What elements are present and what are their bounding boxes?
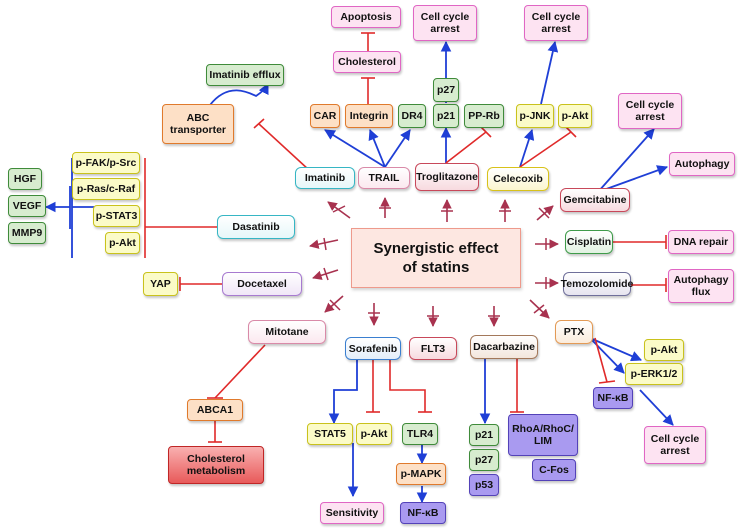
node-p21-dacarbazine: p21 <box>469 424 499 446</box>
node-p-jnk: p-JNK <box>516 104 554 128</box>
node-cell-cycle-arrest-celecoxib: Cell cycle arrest <box>524 5 588 41</box>
node-tlr4: TLR4 <box>402 423 438 445</box>
node-integrin: Integrin <box>345 104 393 128</box>
node-rhoa-rhoc-lim: RhoA/RhoC/ LIM <box>508 414 578 456</box>
node-p27-top: p27 <box>433 78 459 102</box>
node-abc-transporter: ABC transporter <box>162 104 234 144</box>
node-hgf: HGF <box>8 168 42 190</box>
drug-dacarbazine: Dacarbazine <box>470 335 538 359</box>
node-p-mapk: p-MAPK <box>396 463 446 485</box>
node-vegf: VEGF <box>8 195 46 217</box>
drug-sorafenib: Sorafenib <box>345 337 401 360</box>
drug-cisplatin: Cisplatin <box>565 230 613 254</box>
node-imatinib-efflux: Imatinib efflux <box>206 64 284 86</box>
drug-temozolomide: Temozolomide <box>561 272 633 296</box>
drug-dasatinib: Dasatinib <box>217 215 295 239</box>
drug-trail: TRAIL <box>358 167 410 189</box>
node-sensitivity: Sensitivity <box>320 502 384 524</box>
node-abca1: ABCA1 <box>187 399 243 421</box>
node-nf-kb-sorafenib: NF-κB <box>400 502 446 524</box>
node-p21-top: p21 <box>433 104 459 128</box>
drug-flt3: FLT3 <box>409 337 457 360</box>
drug-ptx: PTX <box>555 320 593 344</box>
drug-gemcitabine: Gemcitabine <box>560 188 630 212</box>
node-p-akt-sorafenib: p-Akt <box>356 423 392 445</box>
node-autophagy-flux: Autophagy flux <box>668 269 734 303</box>
node-p-akt-dasatinib: p-Akt <box>105 232 140 254</box>
node-p53: p53 <box>469 474 499 496</box>
drug-imatinib: Imatinib <box>295 167 355 189</box>
node-yap: YAP <box>143 272 178 296</box>
drug-docetaxel: Docetaxel <box>222 272 302 296</box>
node-mmp9: MMP9 <box>8 222 46 244</box>
node-p-stat3: p-STAT3 <box>93 205 140 227</box>
node-p27-dacarbazine: p27 <box>469 449 499 471</box>
node-cell-cycle-arrest-gemcitabine: Cell cycle arrest <box>618 93 682 129</box>
node-cholesterol-metabolism: Cholesterol metabolism <box>168 446 264 484</box>
inhibition-lines <box>144 32 667 443</box>
statin-cross-marks <box>323 205 550 317</box>
node-cholesterol: Cholesterol <box>333 51 401 73</box>
node-apoptosis: Apoptosis <box>331 6 401 28</box>
node-p-fak-p-src: p-FAK/p-Src <box>72 152 140 174</box>
center-synergistic-effect: Synergistic effect of statins <box>351 228 521 288</box>
node-p-akt-ptx: p-Akt <box>644 339 684 361</box>
node-autophagy: Autophagy <box>669 152 735 176</box>
node-car: CAR <box>310 104 340 128</box>
node-dr4: DR4 <box>398 104 426 128</box>
node-pp-rb: PP-Rb <box>464 104 504 128</box>
node-p-akt-celecoxib: p-Akt <box>558 104 592 128</box>
node-p-ras-c-raf: p-Ras/c-Raf <box>72 178 140 200</box>
node-c-fos: C-Fos <box>532 459 576 481</box>
node-dna-repair: DNA repair <box>668 230 734 254</box>
node-cell-cycle-arrest-troglitazone: Cell cycle arrest <box>413 5 477 41</box>
drug-celecoxib: Celecoxib <box>487 167 549 191</box>
node-cell-cycle-arrest-ptx: Cell cycle arrest <box>644 426 706 464</box>
node-nf-kb-ptx: NF-κB <box>593 387 633 409</box>
drug-mitotane: Mitotane <box>248 320 326 344</box>
drug-troglitazone: Troglitazone <box>415 163 479 191</box>
node-p-erk1-2: p-ERK1/2 <box>625 363 683 385</box>
node-stat5: STAT5 <box>307 423 353 445</box>
